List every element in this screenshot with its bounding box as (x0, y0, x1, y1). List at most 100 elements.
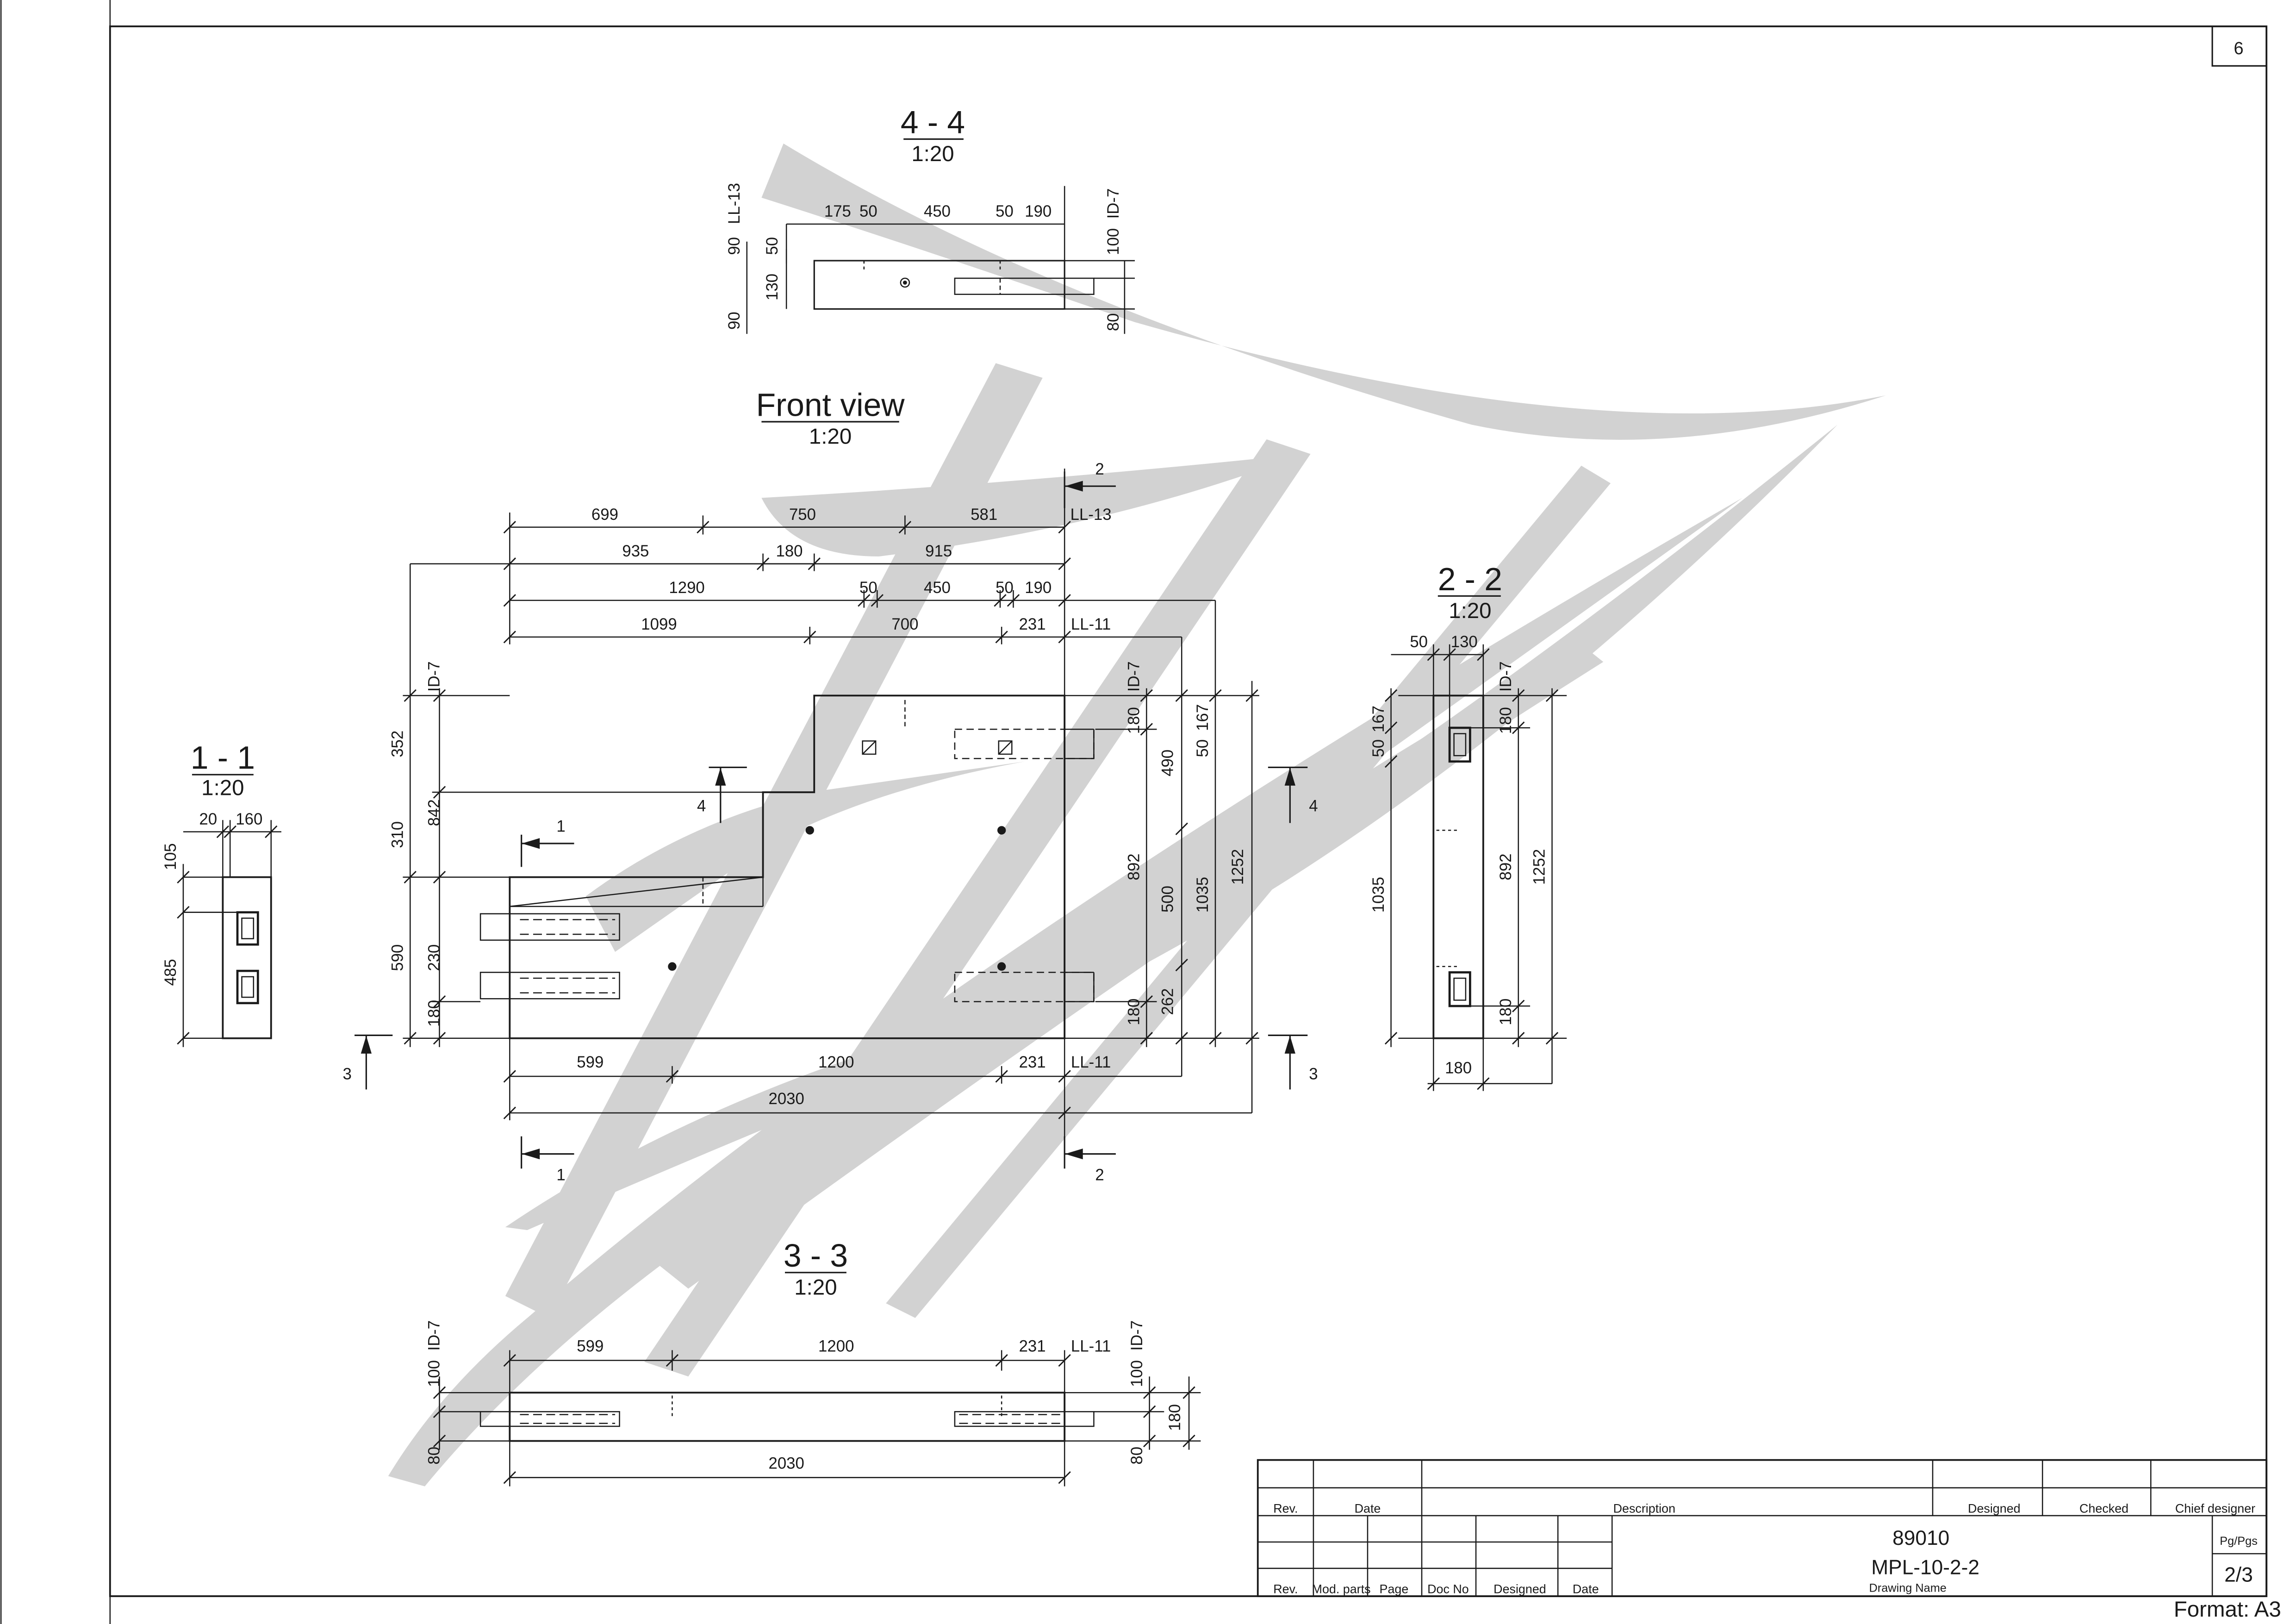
watermark-swoosh-top (761, 143, 1886, 440)
dim-text: 892 (1497, 854, 1515, 881)
dim-text: 230 (426, 944, 443, 971)
dim-text: 1099 (641, 616, 677, 633)
dim-text: 1252 (1531, 849, 1549, 885)
ref-label: LL-11 (1071, 616, 1111, 633)
dim-text: 90 (726, 312, 743, 330)
ref-label: LL-11 (1071, 1338, 1111, 1355)
tb-footer-date: Date (1573, 1582, 1599, 1596)
dim-text: 352 (389, 731, 406, 757)
dim-text: 231 (1019, 1054, 1046, 1071)
dim-text: 450 (924, 203, 951, 220)
dim-text: 231 (1019, 1338, 1046, 1355)
dim-text: 842 (426, 800, 443, 826)
tb-pg-label: Pg/Pgs (2220, 1535, 2258, 1548)
title-block-text: Rev. Date Description Designed Checked C… (1273, 1502, 2258, 1596)
dim-text: 180 (1497, 707, 1515, 734)
ref-label: LL-13 (726, 183, 743, 224)
dim-text: 935 (622, 543, 649, 560)
cut-label-4-left: 4 (697, 797, 706, 815)
dim-text: 20 (199, 811, 217, 828)
tb-header-designed: Designed (1968, 1502, 2021, 1516)
ref-label: ID-7 (1126, 662, 1143, 692)
view-scale-front: 1:20 (809, 424, 852, 449)
section-1-1-dims: 20 160 105 485 (162, 811, 262, 986)
dim-text: 190 (1025, 203, 1052, 220)
cut-label-1-top: 1 (556, 818, 565, 836)
dim-text: 2030 (768, 1090, 804, 1108)
ref-label: ID-7 (1128, 1320, 1146, 1351)
dim-text: 892 (1126, 854, 1143, 881)
dim-text: 105 (162, 843, 180, 870)
dim-text: 590 (389, 944, 406, 971)
tb-header-description: Description (1613, 1502, 1675, 1516)
dim-text: 130 (1451, 633, 1478, 651)
tb-pg-value: 2/3 (2224, 1563, 2253, 1586)
dim-text: 1035 (1194, 877, 1212, 912)
tb-drawing-code: MPL-10-2-2 (1871, 1556, 1979, 1579)
ref-label: LL-11 (1071, 1054, 1111, 1071)
dim-text: 50 (996, 579, 1014, 597)
dim-text: 1200 (818, 1054, 854, 1071)
dim-text: 599 (577, 1338, 604, 1355)
section-3-3-drawing (433, 1350, 1201, 1487)
front-view-outline (509, 694, 1066, 1039)
tb-footer-designed: Designed (1493, 1582, 1546, 1596)
view-scale-1-1: 1:20 (201, 776, 244, 800)
view-title-2-2: 2 - 2 (1438, 561, 1502, 597)
tb-footer-doc-no: Doc No (1427, 1582, 1469, 1596)
dim-text: 699 (591, 506, 618, 524)
dim-text: 262 (1159, 988, 1176, 1015)
section-4-4-dims: 175 50 450 50 190 90 50 130 90 100 80 LL… (726, 183, 1122, 331)
dim-text: 50 (764, 237, 781, 255)
dim-text: 50 (859, 579, 877, 597)
watermark-stroke-7 (585, 761, 1025, 952)
tb-header-date: Date (1355, 1502, 1381, 1516)
dim-text: 310 (389, 821, 406, 848)
dim-text: 167 (1194, 704, 1212, 731)
cut-label-4-right: 4 (1309, 797, 1318, 815)
tb-footer-page: Page (1380, 1582, 1409, 1596)
title-block (1257, 1459, 2268, 1597)
dim-text: 100 (1105, 228, 1122, 255)
view-title-1-1: 1 - 1 (191, 740, 255, 776)
dim-text: 50 (859, 203, 877, 220)
section-cut-marks (355, 471, 1308, 1169)
dim-text: 80 (1105, 313, 1122, 331)
cut-label-2-bottom: 2 (1095, 1167, 1104, 1184)
front-view-drawing (403, 468, 1259, 1168)
view-titles: 4 - 4 1:20 Front view 1:20 2 - 2 1:20 1 … (191, 104, 1502, 1299)
format-label: Format: A3 (2174, 1597, 2281, 1622)
dim-text: 130 (764, 274, 781, 300)
ref-label: ID-7 (1497, 662, 1515, 692)
ref-label: ID-7 (426, 1320, 443, 1351)
dim-text: 450 (924, 579, 951, 597)
dim-text: 190 (1025, 579, 1052, 597)
dim-text: 599 (577, 1054, 604, 1071)
dim-text: 1290 (669, 579, 704, 597)
dim-text: 1252 (1229, 849, 1247, 885)
dim-text: 90 (726, 237, 743, 255)
watermark-logo (388, 143, 1886, 1487)
tb-footer-rev: Rev. (1273, 1582, 1298, 1596)
cut-label-3-left: 3 (343, 1065, 352, 1083)
section-4-4-drawing (746, 186, 1135, 334)
dim-text: 100 (426, 1360, 443, 1387)
dim-text: 490 (1159, 750, 1176, 776)
dim-text: 180 (1126, 999, 1143, 1025)
section-2-2-dims: 50 130 167 50 1035 180 892 180 1252 180 … (1370, 633, 1549, 1077)
tb-header-chief: Chief designer (2175, 1502, 2255, 1516)
dim-text: 180 (426, 1000, 443, 1027)
dim-text: 160 (236, 811, 262, 828)
watermark-stroke-6 (505, 425, 1838, 1230)
dim-text: 180 (776, 543, 803, 560)
front-view-dims: 699 750 581 935 180 915 1290 50 450 50 1… (389, 506, 1247, 1108)
cut-label-2-top: 2 (1095, 461, 1104, 478)
dim-text: 180 (1166, 1404, 1184, 1431)
view-scale-4-4: 1:20 (911, 142, 954, 166)
section-2-2-drawing (1384, 644, 1567, 1091)
dim-text: 1200 (818, 1338, 854, 1355)
cut-label-3-right: 3 (1309, 1065, 1318, 1083)
dim-text: 485 (162, 959, 180, 986)
dim-text: 175 (824, 203, 851, 220)
